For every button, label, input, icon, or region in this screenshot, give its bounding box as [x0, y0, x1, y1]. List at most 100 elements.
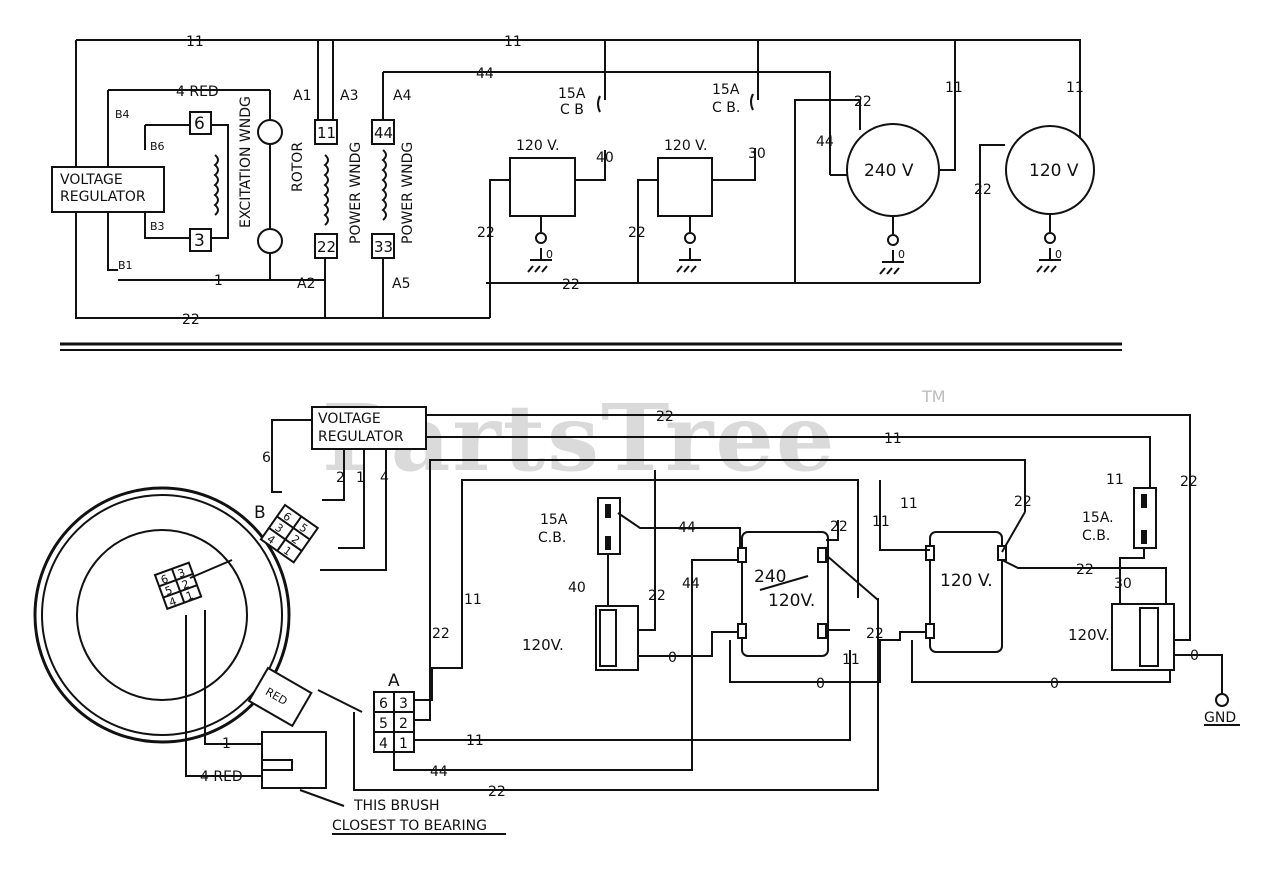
breaker-right-type: C.B. [1082, 528, 1110, 544]
ground-4-label: 0 [1055, 248, 1062, 261]
wire-label-11-right-a: 11 [872, 514, 890, 530]
power-winding-1-label: POWER WNDG [348, 142, 364, 244]
breaker-2-type: C B. [712, 100, 740, 116]
terminal-box-11-label: 11 [317, 124, 336, 142]
terminal-box-33-label: 33 [374, 238, 393, 256]
breaker-2-switch-icon [750, 93, 754, 111]
terminal-box-3 [189, 228, 212, 252]
breaker-right-rating: 15A. [1082, 510, 1114, 526]
terminal-box-33 [371, 233, 395, 259]
connector-b-label: B [254, 503, 266, 523]
terminal-box-6 [189, 111, 212, 135]
receptacle-120v-round-label: 120 V [1029, 161, 1079, 181]
breaker-1-switch-icon [597, 95, 601, 113]
connector-b: 6 5 3 2 4 1 [259, 503, 320, 564]
wire-label-30: 30 [1114, 576, 1132, 592]
voltage-regulator-label-2: REGULATOR [60, 189, 146, 205]
wire-label-44-top: 44 [678, 520, 696, 536]
svg-text:6: 6 [379, 696, 388, 712]
svg-text:4: 4 [379, 736, 388, 752]
svg-text:2: 2 [399, 716, 408, 732]
red-tag: RED [247, 666, 313, 728]
wire-22-bottom-label: 22 [182, 312, 200, 328]
brush-note-line-2: CLOSEST TO BEARING [332, 818, 487, 834]
wire-11-far-right-label: 11 [1066, 80, 1084, 96]
schematic-diagram: VOLTAGE REGULATOR 6 3 11 22 44 33 B4 B6 … [51, 34, 1095, 328]
wire-label-22-right-b: 22 [1076, 562, 1094, 578]
breaker-left-rating: 15A [540, 512, 568, 528]
wire-11-center-label: 11 [504, 34, 522, 50]
ground-3-icon [879, 250, 904, 275]
watermark-trademark: TM [921, 387, 946, 406]
wire-label-22-mid: 22 [866, 626, 884, 642]
wire-44-top-label: 44 [476, 66, 494, 82]
terminal-box-44-label: 44 [374, 124, 393, 142]
receptacle-120v-middle [929, 531, 1003, 653]
wire-label-22-right-a: 22 [1014, 494, 1032, 510]
rotor-brush-bottom-icon [257, 228, 283, 254]
wire-label-11-right-c: 11 [900, 496, 918, 512]
terminal-box-22-label: 22 [317, 238, 336, 256]
wire-label-zero-2: 0 [816, 676, 825, 692]
wire-30-label: 30 [748, 146, 766, 162]
receptacle-center-label-2: 120V. [768, 591, 815, 611]
wire-1-label: 1 [214, 273, 223, 289]
wire-label-zero-3: 0 [1050, 676, 1059, 692]
terminal-box-22 [314, 233, 338, 259]
connector-a-label: A [388, 671, 400, 691]
wire-label-11-right-b: 11 [1106, 472, 1124, 488]
receptacle-120v-1 [509, 157, 576, 217]
wire-4-red-label: 4 RED [176, 84, 219, 100]
terminal-box-3-label: 3 [194, 231, 205, 251]
terminal-a3: A3 [340, 88, 358, 104]
wire-40-label: 40 [596, 150, 614, 166]
stator-inner-ring [76, 529, 248, 701]
terminal-b3: B3 [150, 220, 165, 233]
wire-44-right-label: 44 [816, 134, 834, 150]
svg-text:3: 3 [399, 696, 408, 712]
wire-label-zero-1: 0 [668, 650, 677, 666]
ground-1-label: 0 [546, 248, 553, 261]
receptacle-120v-middle-label: 120 V. [940, 571, 993, 591]
connector-a: 6 3 5 2 4 1 [373, 691, 415, 753]
breaker-2-rating: 15A [712, 82, 740, 98]
wire-22-receptacle2-label: 22 [628, 225, 646, 241]
svg-text:5: 5 [379, 716, 388, 732]
brush-wire-1-label: 1 [222, 736, 231, 752]
wire-22-mid-label: 22 [562, 277, 580, 293]
rotor-connector: 6 3 5 2 4 1 [153, 561, 203, 611]
wire-label-bottom-44: 44 [430, 764, 448, 780]
terminal-a5: A5 [392, 276, 410, 292]
receptacle-120v-2 [657, 157, 713, 217]
receptacle-120v-2-label: 120 V. [664, 138, 707, 154]
receptacle-120v-right-label: 120V. [1068, 626, 1110, 644]
wire-label-bottom-11: 11 [466, 733, 484, 749]
wiring-layout: VOLTAGE REGULATOR 6 2 1 4 B 6 5 3 2 4 1 [33, 406, 1240, 835]
ground-terminal-icon [1215, 693, 1229, 707]
breaker-1-type: C B [560, 102, 584, 118]
wire-label-22-left: 22 [648, 588, 666, 604]
wire-label-a-22: 22 [432, 626, 450, 642]
vr-pin-1: 1 [356, 470, 365, 486]
wire-label-top-22: 22 [656, 409, 674, 425]
terminal-b1: B1 [118, 259, 133, 272]
breaker-left-type: C.B. [538, 530, 566, 546]
terminal-a4: A4 [393, 88, 412, 104]
wire-label-top-11: 11 [884, 431, 902, 447]
receptacle-120v-1-label: 120 V. [516, 138, 559, 154]
vr-pin-6: 6 [262, 450, 271, 466]
wire-11-right-label: 11 [945, 80, 963, 96]
wire-11-left-label: 11 [186, 34, 204, 50]
wire-22-upper-label: 22 [854, 94, 872, 110]
wire-label-22-center: 22 [830, 519, 848, 535]
receptacle-240v-label: 240 V [864, 161, 914, 181]
svg-text:1: 1 [184, 589, 195, 604]
wire-label-40: 40 [568, 580, 586, 596]
rotor-label: ROTOR [290, 142, 306, 192]
wire-22-left-label: 22 [477, 225, 495, 241]
wire-label-44-mid: 44 [682, 576, 700, 592]
voltage-regulator-box [51, 166, 165, 213]
terminal-box-6-label: 6 [194, 114, 205, 134]
wiring-voltage-regulator-label-1: VOLTAGE [318, 411, 381, 427]
